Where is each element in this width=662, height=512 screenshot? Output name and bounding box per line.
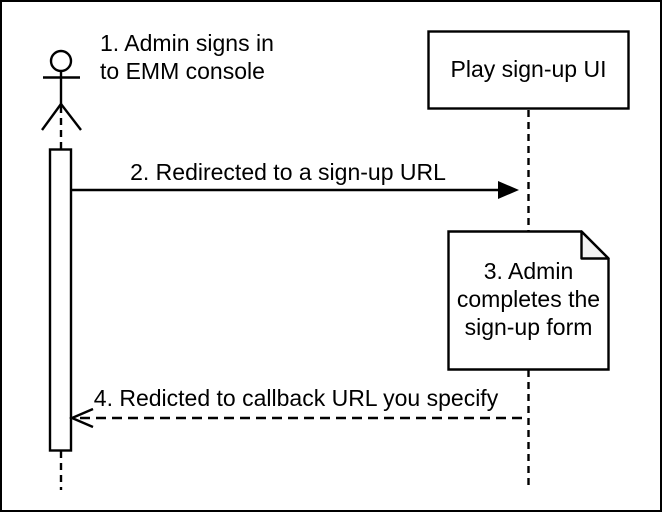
note-shape: [447, 230, 610, 371]
participant-play-signup-ui: Play sign-up UI: [427, 30, 630, 490]
actor-label-line2: to EMM console: [100, 58, 265, 84]
actor-admin: 1. Admin signs in to EMM console: [41, 30, 274, 490]
note-line1: 3. Admin: [484, 258, 574, 284]
actor-icon: [41, 49, 82, 131]
message-callback: 4. Redicted to callback URL you specify: [68, 385, 528, 429]
note-fold-icon: [580, 230, 610, 260]
message-callback-label: 4. Redicted to callback URL you specify: [94, 385, 499, 411]
activation-bar: [48, 148, 73, 452]
actor-label-line1: 1. Admin signs in: [100, 30, 274, 56]
note-line3: sign-up form: [465, 314, 593, 340]
participant-label: Play sign-up UI: [451, 56, 607, 82]
arrowhead-open-icon: [68, 407, 94, 429]
arrowhead-filled-icon: [498, 181, 519, 199]
message-signup-url: 2. Redirected to a sign-up URL: [71, 159, 519, 199]
participant-box: [427, 30, 630, 110]
message-signup-url-label: 2. Redirected to a sign-up URL: [130, 159, 446, 185]
note-signup-form: 3. Admin completes the sign-up form: [447, 230, 610, 371]
note-line2: completes the: [457, 286, 600, 312]
